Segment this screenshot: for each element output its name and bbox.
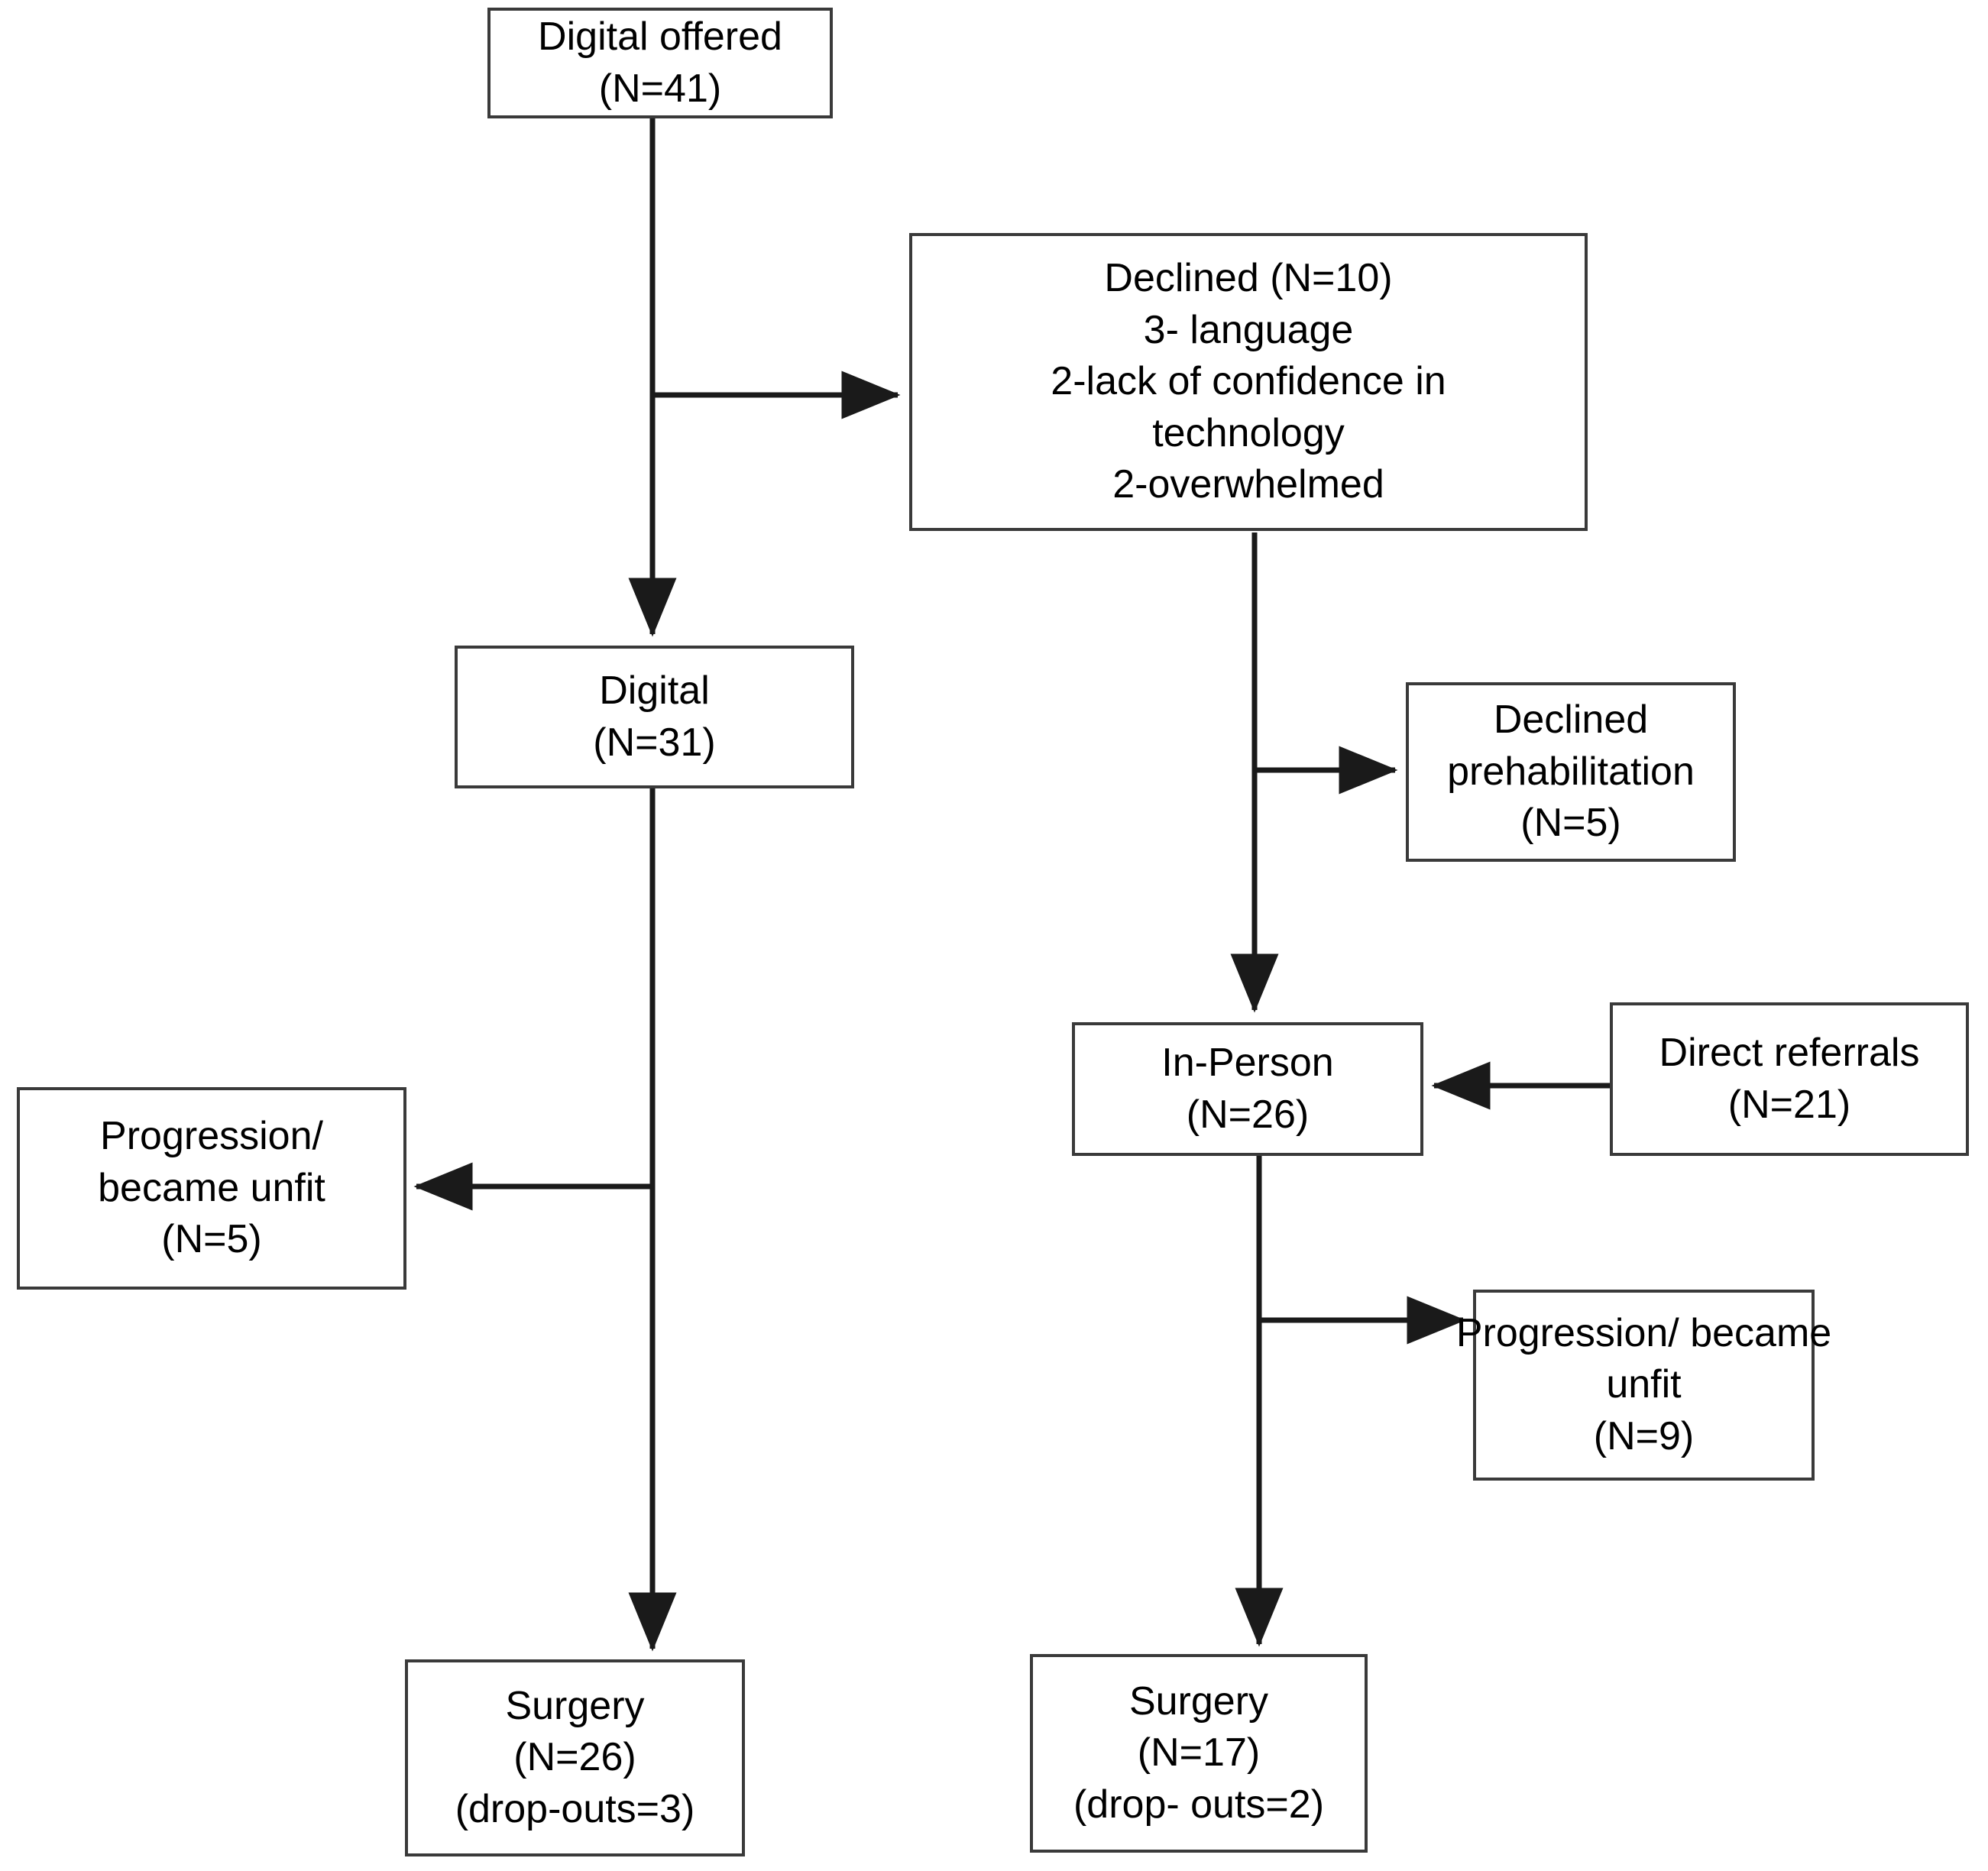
node-direct-referrals-line-2: (N=21): [1727, 1082, 1851, 1127]
node-digital-offered[interactable]: Digital offered (N=41): [487, 8, 833, 118]
node-declined-line-2: 3- language: [1143, 307, 1354, 352]
node-surgery-digital-line-2: (N=26): [513, 1735, 636, 1780]
node-direct-referrals-line-1: Direct referrals: [1659, 1030, 1920, 1075]
node-declined-line-3: 2-lack of confidence in: [1051, 359, 1446, 404]
node-declined-prehabilitation-line-1: Declined: [1493, 698, 1649, 743]
node-progression-unfit-inperson-line-1: Progression/ became: [1455, 1310, 1832, 1355]
node-declined-line-5: 2-overwhelmed: [1112, 462, 1384, 507]
node-digital-offered-line-1: Digital offered: [538, 14, 782, 59]
node-progression-unfit-inperson-line-3: (N=9): [1593, 1413, 1695, 1458]
node-declined[interactable]: Declined (N=10) 3- language 2-lack of co…: [909, 233, 1588, 531]
node-declined-prehabilitation-line-2: prehabilitation: [1447, 749, 1695, 794]
node-surgery-inperson[interactable]: Surgery (N=17) (drop- outs=2): [1030, 1654, 1368, 1853]
node-progression-unfit-inperson-line-2: unfit: [1606, 1362, 1682, 1407]
node-progression-unfit-digital-line-1: Progression/: [100, 1114, 323, 1159]
node-declined-line-4: technology: [1152, 410, 1345, 455]
node-surgery-inperson-line-2: (N=17): [1137, 1730, 1261, 1776]
node-in-person[interactable]: In-Person (N=26): [1072, 1022, 1423, 1156]
node-surgery-digital-line-1: Surgery: [505, 1683, 645, 1728]
node-progression-unfit-inperson[interactable]: Progression/ became unfit (N=9): [1456, 1290, 1831, 1481]
node-progression-unfit-digital-line-3: (N=5): [161, 1217, 262, 1262]
node-in-person-line-2: (N=26): [1186, 1092, 1310, 1137]
node-surgery-inperson-line-1: Surgery: [1128, 1678, 1269, 1724]
node-progression-unfit-digital-line-2: became unfit: [98, 1165, 325, 1210]
node-surgery-digital[interactable]: Surgery (N=26) (drop-outs=3): [405, 1659, 745, 1856]
node-surgery-digital-line-3: (drop-outs=3): [455, 1786, 695, 1831]
node-surgery-inperson-line-3: (drop- outs=2): [1073, 1782, 1325, 1827]
node-digital-line-2: (N=31): [593, 720, 716, 765]
node-in-person-line-1: In-Person: [1161, 1040, 1334, 1085]
node-digital[interactable]: Digital (N=31): [455, 646, 854, 788]
node-declined-line-1: Declined (N=10): [1104, 256, 1393, 301]
node-declined-prehabilitation-line-3: (N=5): [1520, 801, 1621, 846]
node-direct-referrals[interactable]: Direct referrals (N=21): [1610, 1002, 1969, 1156]
node-declined-prehabilitation[interactable]: Declined prehabilitation (N=5): [1406, 682, 1736, 862]
node-digital-line-1: Digital: [599, 668, 710, 713]
node-digital-offered-line-2: (N=41): [598, 66, 722, 111]
node-progression-unfit-digital[interactable]: Progression/ became unfit (N=5): [17, 1087, 406, 1290]
